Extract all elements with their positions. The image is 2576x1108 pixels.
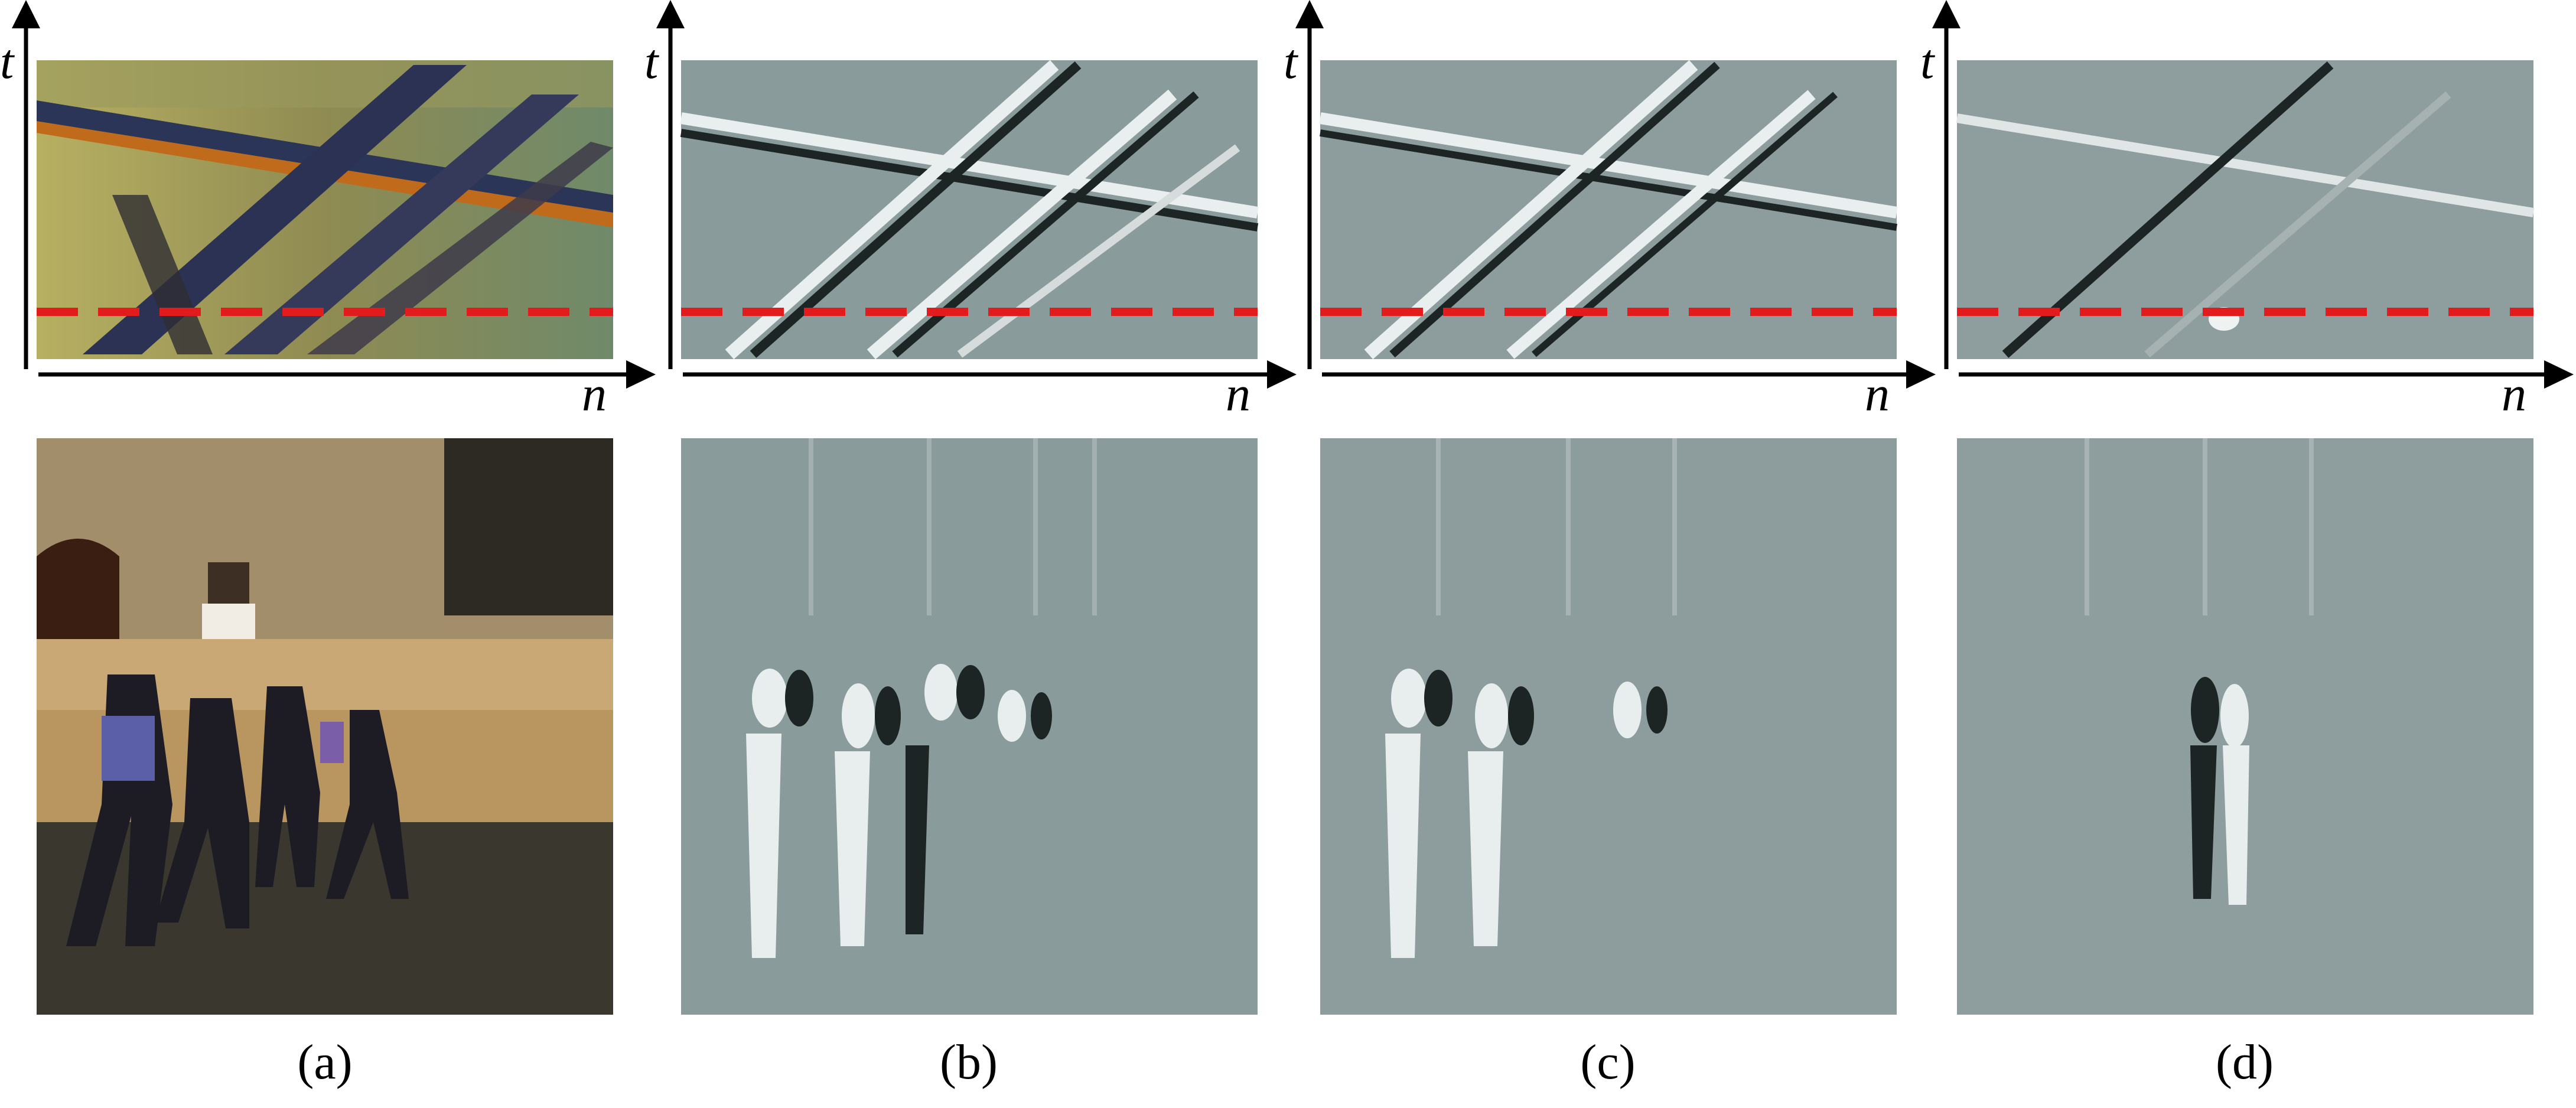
panel-b-n-label: n bbox=[1226, 367, 1250, 422]
panel-d-t-label: t bbox=[1920, 34, 1936, 89]
panel-b-frame bbox=[681, 438, 1258, 1015]
panel-c-axes: t n bbox=[1284, 0, 1936, 422]
panel-d-axes: t n bbox=[1920, 0, 2574, 422]
panel-b-axes: t n bbox=[644, 0, 1297, 422]
panel-a-n-axis bbox=[38, 360, 656, 389]
panel-a-t-label: t bbox=[0, 34, 15, 89]
panel-a-n-label: n bbox=[582, 367, 607, 422]
panel-b: t n bbox=[641, 0, 1297, 1108]
panel-c-t-label: t bbox=[1284, 34, 1299, 89]
panel-b-caption: (b) bbox=[940, 1035, 998, 1090]
panel-b-t-label: t bbox=[644, 34, 660, 89]
panel-a-video-frame bbox=[37, 438, 613, 1015]
panel-a-t-axis bbox=[12, 0, 40, 369]
panel-d-frame bbox=[1957, 438, 2533, 1015]
panel-c: t n (c) bbox=[1280, 0, 1936, 1108]
panel-c-n-label: n bbox=[1865, 367, 1890, 422]
panel-a-axes: t n bbox=[0, 0, 656, 422]
panel-b-n-axis bbox=[683, 360, 1297, 389]
panel-c-caption: (c) bbox=[1580, 1035, 1636, 1090]
panel-d-t-axis bbox=[1932, 0, 1961, 369]
panel-c-n-axis bbox=[1322, 360, 1936, 389]
panel-d-n-label: n bbox=[2502, 367, 2526, 422]
panel-c-frame bbox=[1320, 438, 1897, 1015]
panel-a-xt-slice bbox=[37, 60, 613, 359]
panel-b-t-axis bbox=[656, 0, 685, 369]
panel-a-caption: (a) bbox=[297, 1035, 353, 1090]
panel-a: t n (a) bbox=[0, 0, 656, 1108]
panel-c-t-axis bbox=[1295, 0, 1324, 369]
panel-d-caption: (d) bbox=[2216, 1035, 2274, 1090]
panel-d-n-axis bbox=[1959, 360, 2574, 389]
panel-d: t n (d) bbox=[1917, 0, 2576, 1108]
